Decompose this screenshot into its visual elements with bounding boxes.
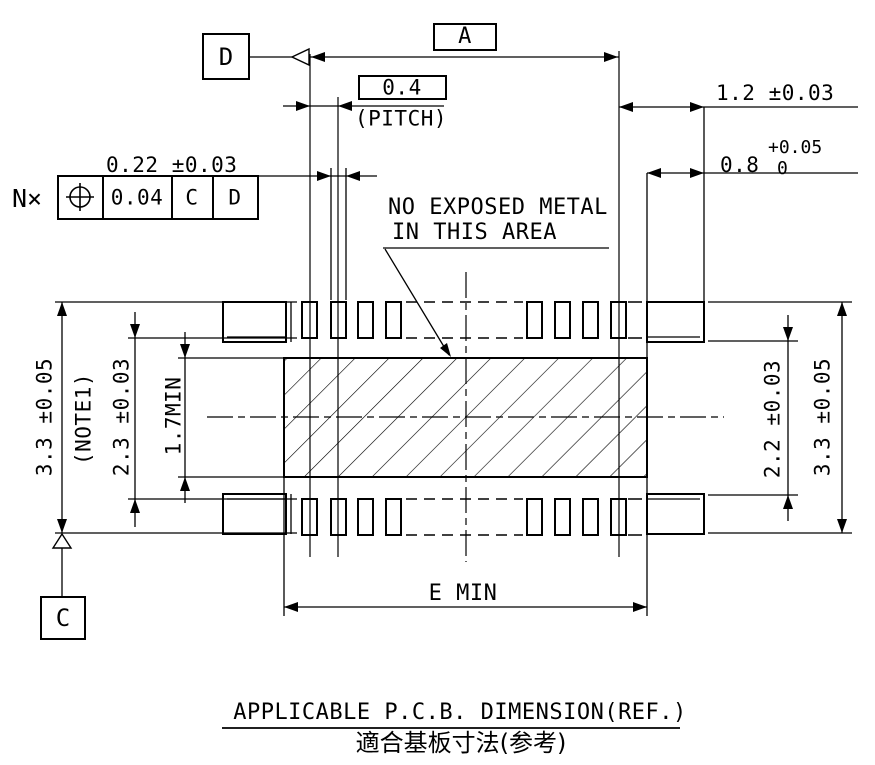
dim-a-label: A xyxy=(458,24,472,49)
arrowheads xyxy=(57,52,847,612)
component-body-hatched xyxy=(283,357,648,478)
datum-frames xyxy=(40,33,310,640)
position-tolerance-icon xyxy=(66,183,94,211)
datum-c-label: C xyxy=(55,604,71,632)
dim-e-min: E MIN xyxy=(428,581,498,606)
fcf-datum-secondary: D xyxy=(228,185,242,210)
fcf-quantity: N× xyxy=(12,184,43,213)
drawing-title-en: APPLICABLE P.C.B. DIMENSION(REF.) xyxy=(233,700,687,725)
dim-pad-to-edge: 1.2 ±0.03 xyxy=(716,81,835,105)
dim-body-height: 1.7MIN xyxy=(161,376,186,456)
dim-pad-length: 0.8 xyxy=(720,153,760,177)
datum-d-label: D xyxy=(218,43,234,71)
annotation-line1: NO EXPOSED METAL xyxy=(388,195,608,220)
top-land-row xyxy=(222,301,705,343)
dim-pad-length-tol-minus: 0 xyxy=(777,158,788,179)
feature-control-frame xyxy=(57,175,259,220)
annotation-line2: IN THIS AREA xyxy=(392,220,557,245)
dim-right-outer: 3.3 ±0.05 xyxy=(810,357,835,477)
fcf-datum-primary: C xyxy=(185,185,199,210)
dimension-lines xyxy=(58,56,858,608)
drawing-title-jp: 適合基板寸法(参考) xyxy=(355,729,567,757)
dim-pitch-label: (PITCH) xyxy=(354,106,448,131)
dim-pad-length-tol-plus: +0.05 xyxy=(768,137,823,158)
dim-pitch-value: 0.4 xyxy=(382,75,422,100)
fcf-tolerance: 0.04 xyxy=(110,185,164,210)
bottom-land-row xyxy=(222,493,705,536)
dimension-boxes xyxy=(358,23,497,100)
dim-left-outer-note: (NOTE1) xyxy=(71,372,96,466)
dim-right-inner: 2.2 ±0.03 xyxy=(760,359,785,479)
dim-left-inner: 2.3 ±0.03 xyxy=(109,357,134,477)
dim-pad-width: 0.22 ±0.03 xyxy=(106,153,238,177)
dim-left-outer: 3.3 ±0.05 xyxy=(32,357,57,477)
